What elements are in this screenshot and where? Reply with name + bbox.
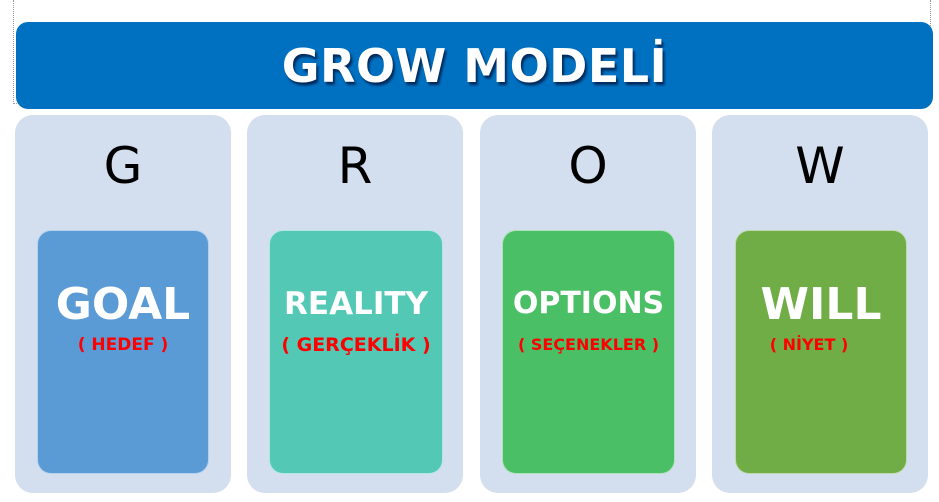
step-term: REALITY [284, 286, 428, 322]
step-term: WILL [760, 279, 882, 330]
step-letter: G [103, 137, 143, 195]
step-panel-options: O OPTIONS ( SEÇENEKLER ) [480, 115, 696, 493]
step-translation: ( SEÇENEKLER ) [517, 335, 660, 354]
step-box-will: WILL ( NİYET ) [735, 230, 907, 474]
step-term: GOAL [55, 279, 191, 330]
step-box-reality: REALITY ( GERÇEKLİK ) [269, 230, 443, 474]
step-letter: W [795, 137, 845, 195]
step-panel-will: W WILL ( NİYET ) [712, 115, 928, 493]
step-translation: ( HEDEF ) [77, 335, 169, 355]
diagram-title: GROW MODELİ [281, 38, 668, 93]
title-banner: GROW MODELİ [16, 22, 933, 109]
step-panel-goal: G GOAL ( HEDEF ) [15, 115, 231, 493]
step-letter: R [337, 137, 373, 195]
step-translation: ( NİYET ) [769, 335, 849, 354]
step-term: OPTIONS [512, 286, 665, 321]
step-letter: O [568, 137, 608, 195]
step-panel-reality: R REALITY ( GERÇEKLİK ) [247, 115, 463, 493]
step-box-options: OPTIONS ( SEÇENEKLER ) [502, 230, 675, 474]
step-box-goal: GOAL ( HEDEF ) [37, 230, 209, 474]
step-translation: ( GERÇEKLİK ) [281, 334, 431, 356]
